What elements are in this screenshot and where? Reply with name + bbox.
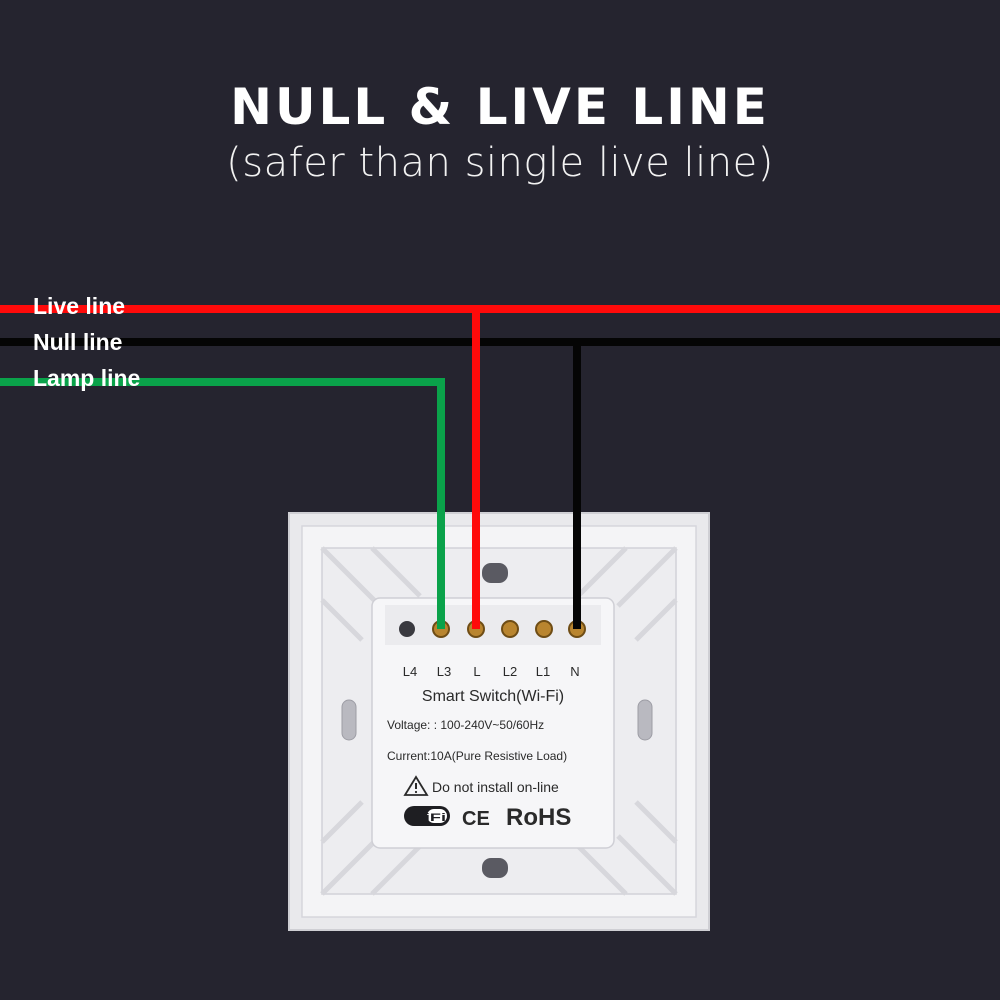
terminal-screw-l4 xyxy=(399,621,415,637)
page-subtitle: (safer than single live line) xyxy=(226,140,774,186)
terminal-labels: L4 L3 L L2 L1 N xyxy=(403,664,580,679)
switch-module xyxy=(371,597,615,849)
wifi-logo-icon: WiFi xyxy=(404,806,450,826)
device-warning: Do not install on-line xyxy=(432,779,559,795)
terminal-label-l4: L4 xyxy=(403,664,417,679)
ce-mark: CE xyxy=(462,808,490,830)
terminal-screw-l1 xyxy=(535,620,553,638)
warning-triangle-icon xyxy=(403,775,429,796)
lamp-line-label: Lamp line xyxy=(33,365,141,391)
lamp-wire xyxy=(0,378,445,629)
null-line-label: Null line xyxy=(33,329,123,355)
rohs-mark: RoHS xyxy=(506,804,571,831)
terminal-label-l: L xyxy=(473,664,480,679)
live-line-label: Live line xyxy=(33,293,126,319)
device-name: Smart Switch(Wi-Fi) xyxy=(422,688,564,705)
terminal-label-l2: L2 xyxy=(503,664,517,679)
terminal-label-n: N xyxy=(570,664,579,679)
device-current: Current:10A(Pure Resistive Load) xyxy=(387,749,567,763)
terminal-label-l3: L3 xyxy=(437,664,451,679)
terminal-label-l1: L1 xyxy=(536,664,550,679)
page-title: NULL & LIVE LINE xyxy=(230,78,770,136)
wifi-badge-text: WiFi xyxy=(408,812,446,824)
device-voltage: Voltage: : 100-240V~50/60Hz xyxy=(387,718,544,732)
terminal-screw-l2 xyxy=(501,620,519,638)
wires xyxy=(0,305,1000,629)
